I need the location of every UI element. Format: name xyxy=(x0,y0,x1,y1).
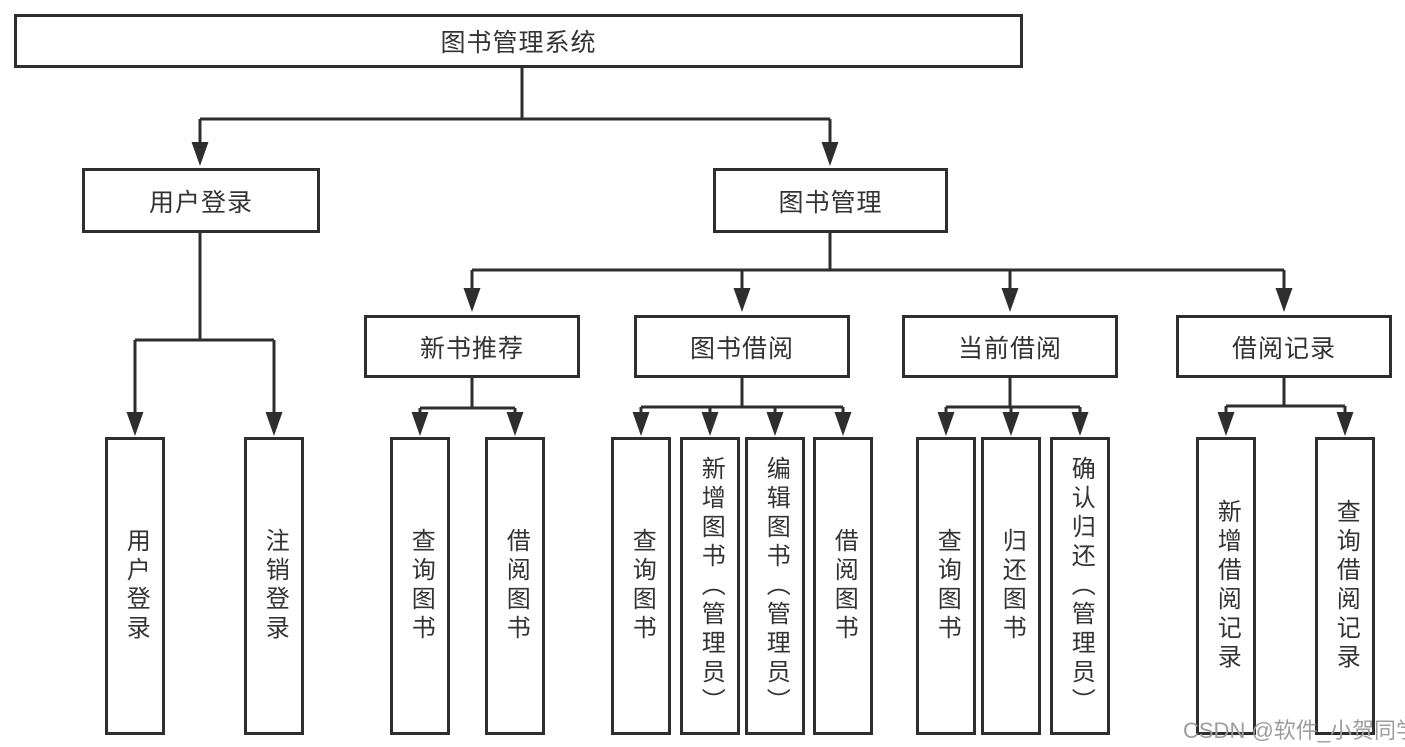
node-label: 借阅图书 xyxy=(830,528,858,644)
node-new-book-recommend: 新书推荐 xyxy=(364,315,580,378)
node-borrowing-records: 借阅记录 xyxy=(1176,315,1392,378)
node-book-borrowing: 图书借阅 xyxy=(634,315,850,378)
node-label: 当前借阅 xyxy=(957,334,1062,363)
node-query-borrow-record: 查询借阅记录 xyxy=(1315,437,1375,735)
node-label: 用户登录 xyxy=(148,188,253,217)
node-return-books: 归还图书 xyxy=(981,437,1041,735)
node-add-borrow-record: 新增借阅记录 xyxy=(1196,437,1256,735)
node-borrow-books-recommend: 借阅图书 xyxy=(485,437,545,735)
node-label: 新书推荐 xyxy=(419,334,524,363)
node-label: 注销登录 xyxy=(261,528,289,644)
node-label: 用户登录 xyxy=(122,528,150,644)
node-query-books-borrow: 查询图书 xyxy=(611,437,671,735)
node-label: 归还图书 xyxy=(998,528,1026,644)
node-logout-leaf: 注销登录 xyxy=(244,437,304,735)
node-borrow-books-leaf: 借阅图书 xyxy=(813,437,873,735)
node-label: 新增借阅记录 xyxy=(1213,499,1241,673)
node-label: 编辑图书（管理员） xyxy=(762,455,790,717)
node-label: 确认归还（管理员） xyxy=(1067,455,1095,717)
node-label: 图书管理系统 xyxy=(440,29,597,57)
node-edit-books-admin: 编辑图书（管理员） xyxy=(745,437,805,735)
node-label: 借阅记录 xyxy=(1231,334,1336,363)
node-label: 查询图书 xyxy=(628,528,656,644)
node-query-books-current: 查询图书 xyxy=(916,437,976,735)
node-label: 查询借阅记录 xyxy=(1332,499,1360,673)
node-label: 图书借阅 xyxy=(689,334,794,363)
node-label: 查询图书 xyxy=(933,528,961,644)
node-confirm-return-admin: 确认归还（管理员） xyxy=(1050,437,1110,735)
node-label: 新增图书（管理员） xyxy=(697,455,725,717)
node-label: 查询图书 xyxy=(407,528,435,644)
node-user-login: 用户登录 xyxy=(82,168,320,233)
node-library-system: 图书管理系统 xyxy=(14,14,1023,68)
node-label: 图书管理 xyxy=(778,188,883,217)
node-query-books-recommend: 查询图书 xyxy=(390,437,450,735)
node-add-books-admin: 新增图书（管理员） xyxy=(680,437,740,735)
node-label: 借阅图书 xyxy=(502,528,530,644)
node-current-borrowing: 当前借阅 xyxy=(902,315,1118,378)
node-user-login-leaf: 用户登录 xyxy=(105,437,165,735)
csdn-watermark: CSDN @软件_小贺同学 xyxy=(1183,718,1405,743)
node-book-management: 图书管理 xyxy=(713,168,948,233)
